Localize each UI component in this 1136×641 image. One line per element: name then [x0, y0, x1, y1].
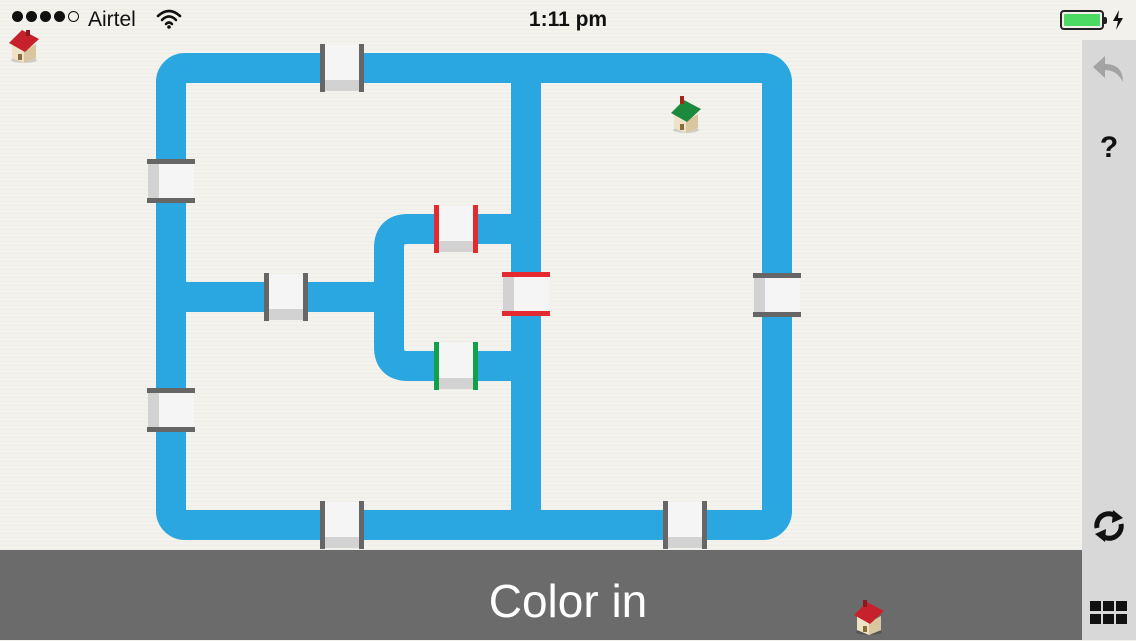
carrier-name: Airtel	[88, 8, 136, 31]
valve-center-vertical[interactable]	[502, 272, 550, 316]
pipe-network	[147, 44, 801, 549]
pipe-loop	[374, 214, 541, 381]
restart-button[interactable]	[1082, 506, 1136, 546]
house-green[interactable]	[668, 94, 704, 139]
refresh-icon	[1094, 510, 1124, 542]
house-icon	[671, 96, 701, 133]
help-label: ?	[1099, 131, 1119, 164]
signal-strength-icon	[12, 11, 79, 22]
house-icon	[9, 30, 39, 63]
bottom-bar: Color in	[0, 550, 1082, 640]
house-red-top-left[interactable]	[6, 26, 42, 69]
valve-loop-top[interactable]	[434, 205, 478, 253]
sidebar: ?	[1082, 40, 1136, 640]
valve-left-lower[interactable]	[147, 388, 195, 432]
undo-button[interactable]	[1082, 52, 1136, 92]
valve-bottom-right[interactable]	[663, 501, 707, 549]
undo-arrow-icon	[1093, 56, 1123, 82]
valve-bottom-left[interactable]	[320, 501, 364, 549]
help-button[interactable]: ?	[1082, 126, 1136, 170]
valve-loop-bottom[interactable]	[434, 342, 478, 390]
valve-right[interactable]	[753, 273, 801, 317]
battery-icon	[1060, 10, 1107, 30]
menu-button[interactable]	[1082, 600, 1136, 630]
valve-left-upper[interactable]	[147, 159, 195, 203]
charging-bolt-icon	[1112, 9, 1124, 37]
mode-label: Color in	[488, 575, 648, 627]
game-board	[0, 0, 1082, 635]
grid-menu-icon	[1090, 601, 1127, 624]
valve-middle-horizontal[interactable]	[264, 273, 308, 321]
house-red-bottom[interactable]	[850, 596, 888, 641]
status-bar: Airtel 1:11 pm	[0, 0, 1136, 40]
house-icon	[854, 600, 884, 635]
wifi-icon	[156, 8, 182, 36]
clock: 1:11 pm	[528, 8, 608, 31]
valve-top[interactable]	[320, 44, 364, 92]
